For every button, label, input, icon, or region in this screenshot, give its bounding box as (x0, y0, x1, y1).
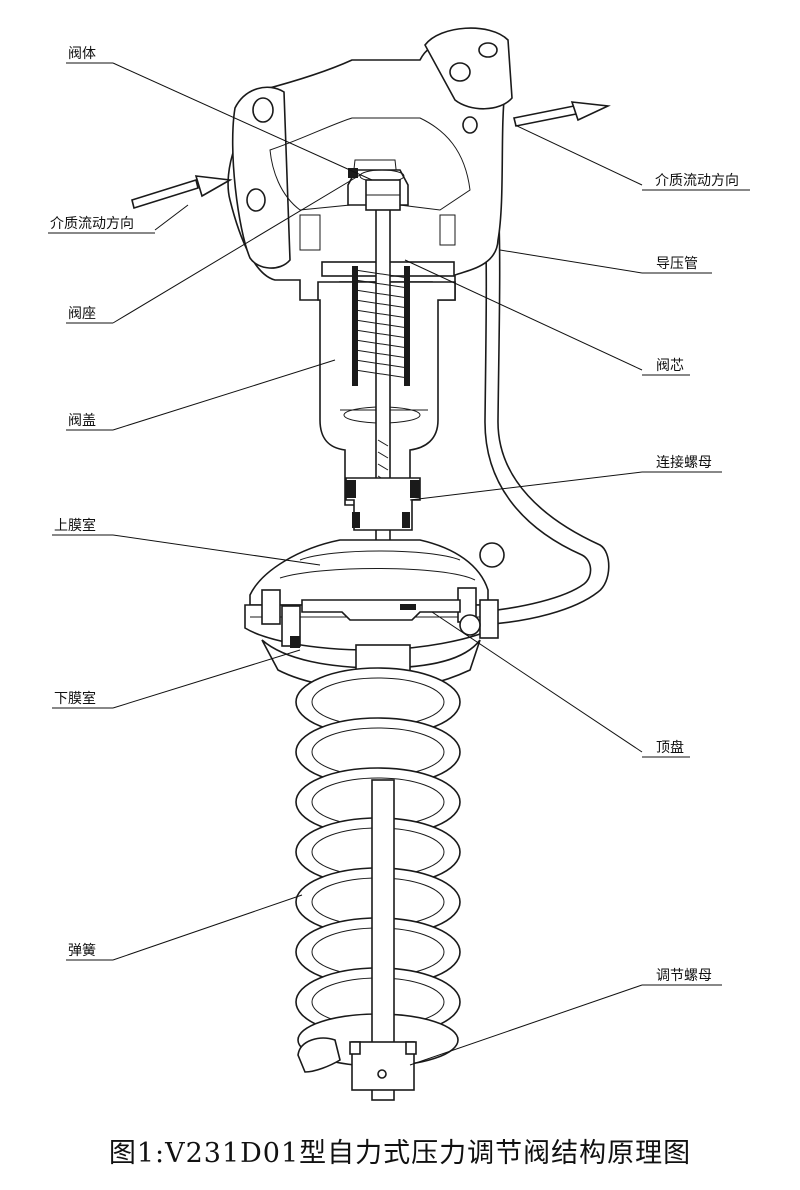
top-plate-drawing (301, 599, 461, 621)
flow-arrow-right-icon (513, 101, 611, 127)
label-top-plate: 顶盘 (656, 739, 684, 756)
flow-arrow-left-icon (131, 175, 233, 210)
valve-body-drawing (227, 36, 506, 301)
label-lower-diaphragm-chamber: 下膜室 (54, 690, 96, 707)
label-adjusting-nut: 调节螺母 (656, 968, 712, 984)
label-pressure-tube: 导压管 (656, 256, 698, 272)
upper-diaphragm-housing-drawing (249, 539, 489, 606)
left-flange-drawing (231, 86, 291, 269)
label-valve-core: 阀芯 (656, 358, 684, 374)
label-valve-body: 阀体 (68, 46, 96, 62)
label-valve-seat: 阀座 (68, 306, 96, 322)
label-flow-direction-left: 介质流动方向 (50, 216, 134, 232)
leader-lines (48, 62, 750, 1066)
adjusting-nut-drawing (351, 1041, 415, 1091)
label-flow-direction-right: 介质流动方向 (655, 173, 739, 189)
label-bonnet: 阀盖 (68, 413, 96, 429)
valve-core-spring-drawing (352, 266, 410, 386)
label-spring: 弹簧 (68, 943, 96, 959)
part-labels: 阀体 介质流动方向 阀座 阀盖 介质流动方向 导压管 阀芯 连接螺母 上膜室 下… (50, 46, 739, 984)
diaphragm-bolts-drawing (261, 542, 505, 648)
bottom-bracket-drawing (297, 1037, 341, 1073)
figure-caption: 图1:V231D01型自力式压力调节阀结构原理图 (109, 1138, 691, 1169)
label-upper-diaphragm-chamber: 上膜室 (54, 517, 96, 534)
valve-drawing (131, 27, 611, 1101)
label-connecting-nut: 连接螺母 (656, 454, 712, 471)
